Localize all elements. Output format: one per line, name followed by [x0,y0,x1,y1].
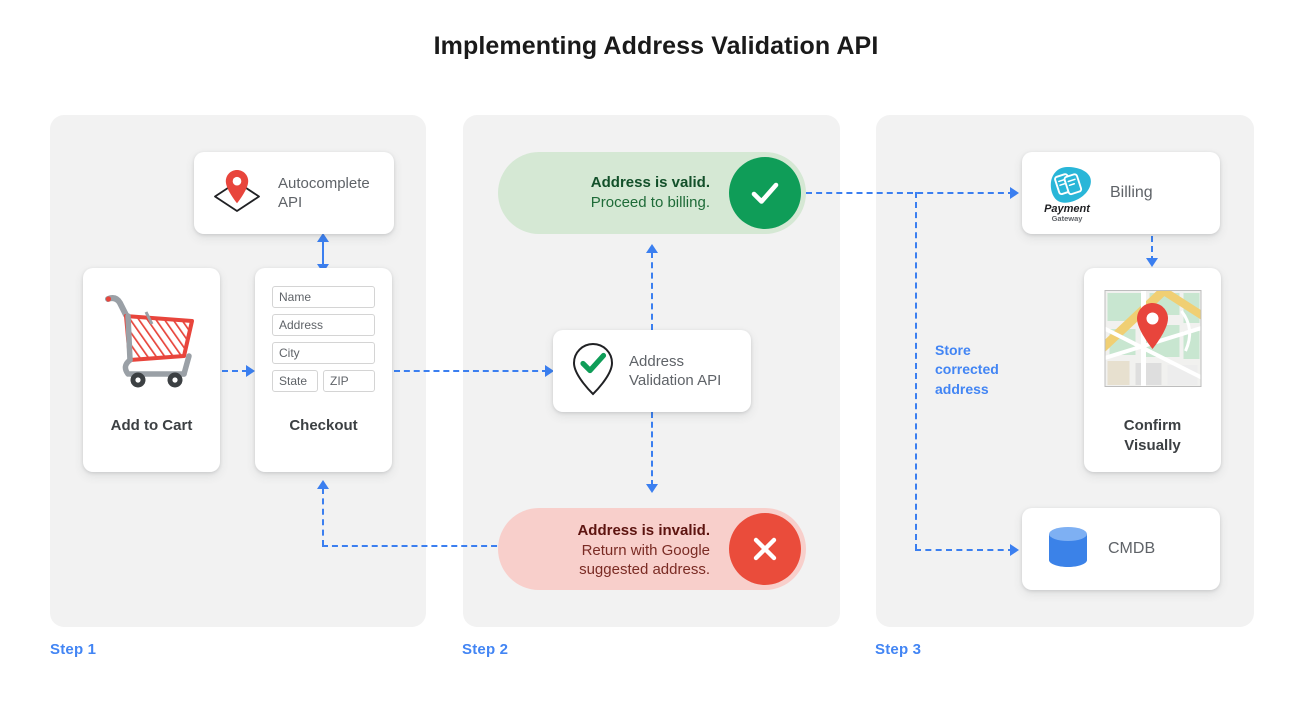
payment-gateway-icon: Payment Gateway [1036,162,1098,224]
store-corrected-address-annotation: Store corrected address [935,341,1045,399]
city-field[interactable]: City [272,342,375,364]
arrowhead-up-autocomplete [317,233,329,242]
checkout-label: Checkout [289,417,358,434]
annotation-line-1: Store [935,342,971,358]
connector-billing-to-map [1151,236,1153,262]
svg-text:Payment: Payment [1044,203,1091,215]
map-pin-diamond-icon [208,165,266,222]
arrowhead-validation-to-invalid [646,484,658,493]
address-valid-line-1: Address is valid. [590,174,710,191]
step-2-label: Step 2 [462,641,509,658]
database-icon [1042,521,1094,578]
close-icon [729,513,801,585]
billing-label: Billing [1110,183,1153,201]
connector-autocomplete-checkout [322,240,324,266]
name-field[interactable]: Name [272,286,375,308]
autocomplete-api-card[interactable]: Autocomplete API [194,152,394,234]
connector-validation-to-valid [651,252,653,330]
connector-valid-to-billing [806,192,1014,194]
autocomplete-api-line-2: API [278,194,303,211]
connector-checkout-to-validation [394,370,548,372]
cmdb-label: CMDB [1108,539,1156,557]
connector-validation-to-invalid [651,412,653,486]
state-field[interactable]: State [272,370,318,392]
address-validation-api-label: Address Validation API [629,352,721,390]
checkout-card[interactable]: Name Address City State ZIP Checkout [255,268,392,472]
arrowhead-checkout-to-validation [545,365,554,377]
cmdb-card[interactable]: CMDB [1022,508,1220,590]
connector-invalid-return-horizontal [322,545,507,547]
address-invalid-text: Address is invalid. Return with Google s… [520,521,710,580]
zip-field[interactable]: ZIP [323,370,375,392]
shopping-cart-icon [100,290,204,395]
address-invalid-pill[interactable]: Address is invalid. Return with Google s… [498,508,806,590]
autocomplete-api-label: Autocomplete API [278,174,370,212]
address-valid-text: Address is valid. Proceed to billing. [530,173,710,212]
step-1-label: Step 1 [50,641,97,658]
arrowhead-validation-to-valid [646,244,658,253]
arrowhead-billing-to-map [1146,258,1158,267]
pin-check-icon [569,340,617,403]
arrowhead-branch-to-cmdb [1010,544,1019,556]
address-valid-line-2: Proceed to billing. [590,193,710,211]
address-valid-pill[interactable]: Address is valid. Proceed to billing. [498,152,806,234]
arrowhead-invalid-return [317,480,329,489]
map-thumbnail-icon [1104,290,1201,387]
address-field[interactable]: Address [272,314,375,336]
connector-cart-to-checkout [222,370,248,372]
address-invalid-line-3: suggested address. [579,561,710,578]
confirm-visually-line-1: Confirm [1123,417,1182,434]
address-validation-line-2: Validation API [629,372,722,389]
address-invalid-line-1: Address is invalid. [577,522,710,539]
autocomplete-api-line-1: Autocomplete [278,174,370,192]
arrowhead-valid-to-billing [1010,187,1019,199]
connector-invalid-return-vertical [322,488,324,546]
confirm-visually-card[interactable]: Confirm Visually [1084,268,1221,472]
add-to-cart-card[interactable]: Add to Cart [83,268,220,472]
address-validation-api-card[interactable]: Address Validation API [553,330,751,412]
arrowhead-cart-to-checkout [246,365,255,377]
connector-branch-to-cmdb-horizontal [915,549,1014,551]
confirm-visually-label: Confirm Visually [1084,416,1221,455]
add-to-cart-label: Add to Cart [110,417,193,434]
address-validation-line-1: Address [629,352,685,370]
step-3-label: Step 3 [875,641,922,658]
annotation-line-2: corrected [935,361,999,378]
page-title: Implementing Address Validation API [433,32,879,60]
connector-branch-to-cmdb-vertical [915,192,917,550]
svg-text:Gateway: Gateway [1052,214,1084,223]
address-invalid-line-2: Return with Google [581,541,710,559]
billing-card[interactable]: Payment Gateway Billing [1022,152,1220,234]
check-icon [729,157,801,229]
annotation-line-3: address [935,380,989,397]
confirm-visually-line-2: Visually [1124,436,1181,454]
